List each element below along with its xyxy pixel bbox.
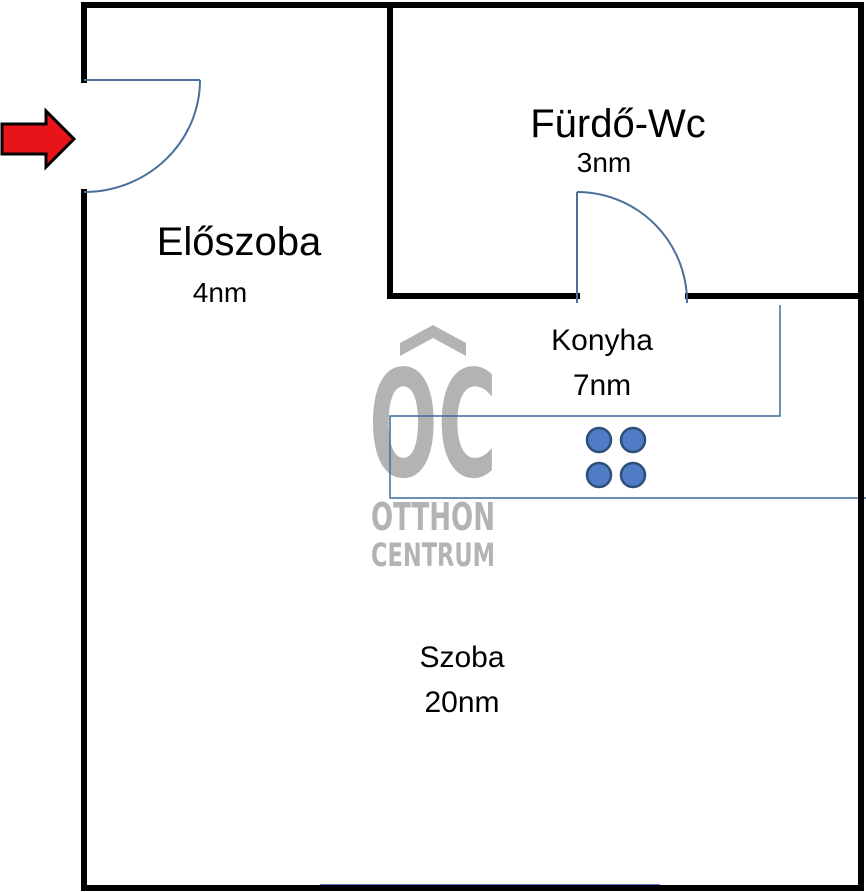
counter-upper-edge: [389, 305, 866, 499]
watermark-logo: OC OTTHON CENTRUM: [369, 325, 497, 574]
watermark-line2: CENTRUM: [371, 536, 495, 574]
bathroom-door: [576, 191, 689, 304]
burner: [585, 426, 613, 454]
room-area: 20nm: [424, 686, 499, 719]
kitchen-area: 7nm: [573, 369, 631, 402]
burner: [619, 426, 647, 454]
room-name: Szoba: [419, 641, 504, 674]
watermark-hat-icon: [400, 325, 466, 356]
kitchen-name: Konyha: [551, 324, 653, 357]
burner: [619, 461, 647, 489]
entrance-arrow-icon: [0, 107, 77, 171]
hallway-area: 4nm: [193, 277, 247, 308]
entrance-door: [83, 79, 201, 193]
hallway-name: Előszoba: [157, 220, 322, 264]
bathroom-area: 3nm: [577, 147, 631, 178]
walls: [81, 2, 864, 891]
burner: [585, 461, 613, 489]
bathroom-name: Fürdő-Wc: [530, 102, 706, 146]
watermark-monogram: OC: [369, 339, 497, 511]
bathroom-door-arc: [576, 191, 689, 304]
stove-burners-icon: [585, 426, 647, 489]
entrance-door-arc: [83, 79, 201, 193]
watermark-line1: OTTHON: [371, 495, 495, 539]
kitchen-counter: [389, 305, 866, 499]
